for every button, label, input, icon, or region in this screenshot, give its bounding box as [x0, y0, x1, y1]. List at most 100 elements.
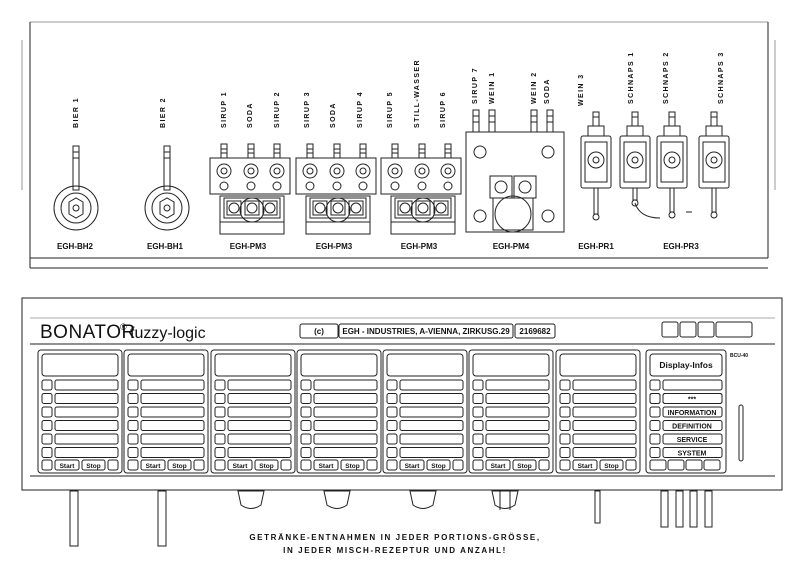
pr-valve — [619, 111, 651, 207]
panel-key[interactable] — [667, 459, 685, 471]
selector-button[interactable] — [214, 406, 226, 418]
copyright-mark: (c) — [314, 327, 324, 336]
portion-slot — [399, 379, 464, 391]
selector-button[interactable] — [559, 406, 571, 418]
selector-button[interactable] — [127, 433, 139, 445]
menu-item-label: SYSTEM — [678, 451, 707, 458]
portion-slot — [54, 433, 119, 445]
pm4-valve-block — [465, 109, 565, 233]
selector-button[interactable] — [41, 447, 53, 458]
portion-slot — [227, 433, 292, 445]
portion-slot — [227, 379, 292, 391]
selector-button[interactable] — [386, 447, 398, 458]
portion-slot — [572, 433, 637, 445]
pm3-valve-block — [380, 143, 462, 235]
start-button[interactable] — [399, 459, 425, 471]
display-infos-header: Display-Infos — [659, 360, 713, 370]
selector-button[interactable] — [472, 393, 484, 404]
menu-item[interactable] — [662, 447, 723, 458]
menu-selector[interactable] — [649, 379, 661, 391]
selector-button[interactable] — [214, 379, 226, 391]
selector-button[interactable] — [472, 433, 484, 445]
selector-button[interactable] — [386, 433, 398, 445]
selector-button[interactable] — [214, 447, 226, 458]
selector-button[interactable] — [41, 393, 53, 404]
menu-item[interactable] — [662, 433, 723, 445]
stop-button-label: Stop — [431, 463, 445, 470]
selector-button[interactable] — [41, 379, 53, 391]
selector-button[interactable] — [559, 379, 571, 391]
menu-item[interactable] — [662, 406, 723, 418]
valve-label: WEIN 3 — [578, 73, 585, 106]
selector-button[interactable] — [472, 406, 484, 418]
stop-button[interactable] — [254, 459, 279, 471]
menu-selector[interactable] — [649, 393, 661, 404]
selector-button[interactable] — [386, 379, 398, 391]
start-button[interactable] — [54, 459, 80, 471]
start-button[interactable] — [227, 459, 253, 471]
portion-slot — [227, 393, 292, 404]
selector-button[interactable] — [214, 420, 226, 431]
selector-button[interactable] — [300, 379, 312, 391]
start-button[interactable] — [140, 459, 166, 471]
start-button[interactable] — [572, 459, 598, 471]
selector-button[interactable] — [41, 433, 53, 445]
selector-button[interactable] — [214, 433, 226, 445]
selector-button[interactable] — [127, 420, 139, 431]
selector-button[interactable] — [559, 420, 571, 431]
selector-button[interactable] — [559, 447, 571, 458]
stop-button[interactable] — [599, 459, 624, 471]
panel-key[interactable] — [649, 459, 667, 471]
start-button[interactable] — [485, 459, 511, 471]
selector-button[interactable] — [300, 420, 312, 431]
selector-button[interactable] — [300, 406, 312, 418]
valve-label: SIRUP 1 — [221, 91, 228, 128]
selector-button[interactable] — [386, 406, 398, 418]
selector-button[interactable] — [300, 433, 312, 445]
panel-key[interactable] — [685, 459, 703, 471]
unit-label: EGH-BH2 — [57, 242, 94, 251]
selector-button[interactable] — [127, 447, 139, 458]
model-label: BCU-40 — [730, 353, 748, 359]
menu-item[interactable] — [662, 420, 723, 431]
selector-button[interactable] — [41, 406, 53, 418]
unit-label: EGH-PR3 — [663, 242, 699, 251]
selector-button[interactable] — [472, 420, 484, 431]
stop-button[interactable] — [340, 459, 365, 471]
selector-button[interactable] — [41, 420, 53, 431]
menu-selector[interactable] — [649, 447, 661, 458]
card-slot[interactable] — [738, 404, 744, 462]
selector-button[interactable] — [559, 393, 571, 404]
selector-button[interactable] — [472, 379, 484, 391]
menu-selector[interactable] — [649, 406, 661, 418]
selector-button[interactable] — [472, 447, 484, 458]
selector-button[interactable] — [127, 406, 139, 418]
stop-button[interactable] — [426, 459, 451, 471]
selector-button[interactable] — [386, 420, 398, 431]
start-button[interactable] — [313, 459, 339, 471]
selector-button[interactable] — [127, 393, 139, 404]
valve-label: SCHNAPS 2 — [663, 51, 670, 104]
pm3-valve-block — [295, 143, 377, 235]
selector-button[interactable] — [300, 447, 312, 458]
selector-button[interactable] — [386, 393, 398, 404]
stop-button[interactable] — [81, 459, 106, 471]
stop-button[interactable] — [512, 459, 537, 471]
serial-number: 2169682 — [519, 327, 551, 336]
menu-selector[interactable] — [649, 433, 661, 445]
valve-label: WEIN 2 — [531, 71, 538, 104]
portion-slot — [140, 379, 205, 391]
stop-button[interactable] — [167, 459, 192, 471]
menu-selector[interactable] — [649, 420, 661, 431]
unit-label: EGH-PM3 — [401, 242, 438, 251]
selector-button[interactable] — [214, 393, 226, 404]
menu-item[interactable] — [662, 393, 723, 404]
display-panel — [645, 349, 727, 474]
start-button-label: Start — [233, 463, 249, 470]
panel-key[interactable] — [703, 459, 721, 471]
selector-button[interactable] — [127, 379, 139, 391]
selector-button[interactable] — [300, 393, 312, 404]
selector-button[interactable] — [559, 433, 571, 445]
